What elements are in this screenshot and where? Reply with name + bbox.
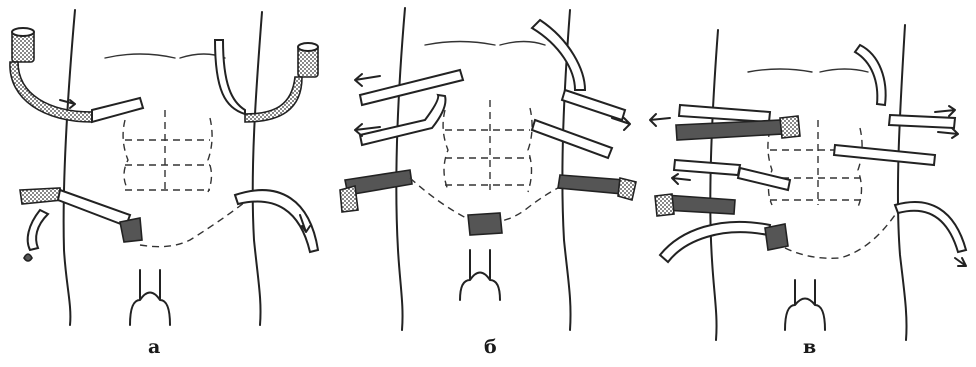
drain-tube-mid-left-2 — [738, 168, 790, 190]
drain-tube-mid-right — [532, 120, 612, 158]
drain-tube-lower-left-outer — [660, 222, 770, 262]
flow-arrow — [955, 258, 966, 266]
drain-tube-lower-left-end — [655, 194, 674, 216]
torso-left-outline — [64, 10, 75, 325]
panel-a-drawing — [10, 10, 318, 325]
drain-tube-upper-left — [360, 70, 463, 105]
drain-tube-mid-right — [834, 145, 935, 165]
drain-tube-upper-right — [532, 20, 585, 90]
panel-b-drawing — [340, 8, 636, 330]
panel-label-v: в — [803, 336, 816, 358]
flow-arrow — [935, 106, 955, 116]
panel-v-drawing — [650, 25, 966, 340]
chest-line — [500, 42, 545, 46]
drain-tube-lower-left-dark — [765, 224, 788, 250]
torso-right-outline — [898, 25, 907, 340]
drain-tube-lower-right — [895, 202, 966, 252]
drain-tube-upper-right-2 — [562, 90, 625, 120]
drain-tube-upper-right-inner — [215, 40, 245, 114]
flow-arrow — [672, 174, 690, 184]
flow-arrow — [650, 114, 670, 126]
torso-left-outline — [710, 30, 718, 340]
panel-label-a: а — [148, 336, 160, 358]
torso-right-outline — [253, 12, 262, 325]
drain-tube-lower-left-dark — [120, 218, 142, 242]
chest-line — [425, 42, 495, 46]
drain-tube-lower-left-outer — [28, 210, 48, 250]
drain-tube-upper-left — [679, 105, 770, 122]
drain-tube-lower-left-end — [340, 186, 358, 212]
drain-tube-upper-right — [245, 77, 302, 122]
drain-tube-through — [58, 190, 130, 226]
drip-mark — [24, 254, 32, 261]
flow-arrow — [938, 128, 958, 138]
abdominal-grid — [123, 110, 212, 192]
drain-tube-upper-left-inner — [92, 98, 143, 122]
chest-line — [820, 69, 868, 72]
drain-tube-lower-right — [235, 190, 318, 252]
panel-label-b: б — [484, 336, 497, 358]
genitalia — [785, 280, 825, 330]
drain-tube-upper-right — [855, 45, 886, 105]
torso-left-outline — [396, 8, 405, 330]
chest-line — [748, 69, 812, 72]
drain-tube-lower-left — [664, 195, 735, 214]
abdominal-grid — [443, 100, 532, 192]
drain-tube-upper-left — [10, 62, 92, 122]
drain-tube-lower-left — [20, 188, 62, 204]
drain-tube-lower-right-end — [618, 178, 636, 200]
drain-tube-pelvic-center — [468, 213, 502, 235]
drain-tube-upper-right-2 — [889, 115, 955, 128]
drain-tube-mid-left — [674, 160, 740, 175]
genitalia — [460, 250, 500, 300]
flow-arrow — [355, 74, 380, 86]
genitalia — [130, 270, 170, 325]
chest-line — [105, 54, 175, 58]
drain-tube-upper-left-2 — [676, 120, 783, 140]
drain-tube-pelvic — [785, 215, 895, 258]
drain-tube-upper-left-end — [780, 116, 800, 138]
drain-tube-lower-right — [558, 175, 625, 194]
